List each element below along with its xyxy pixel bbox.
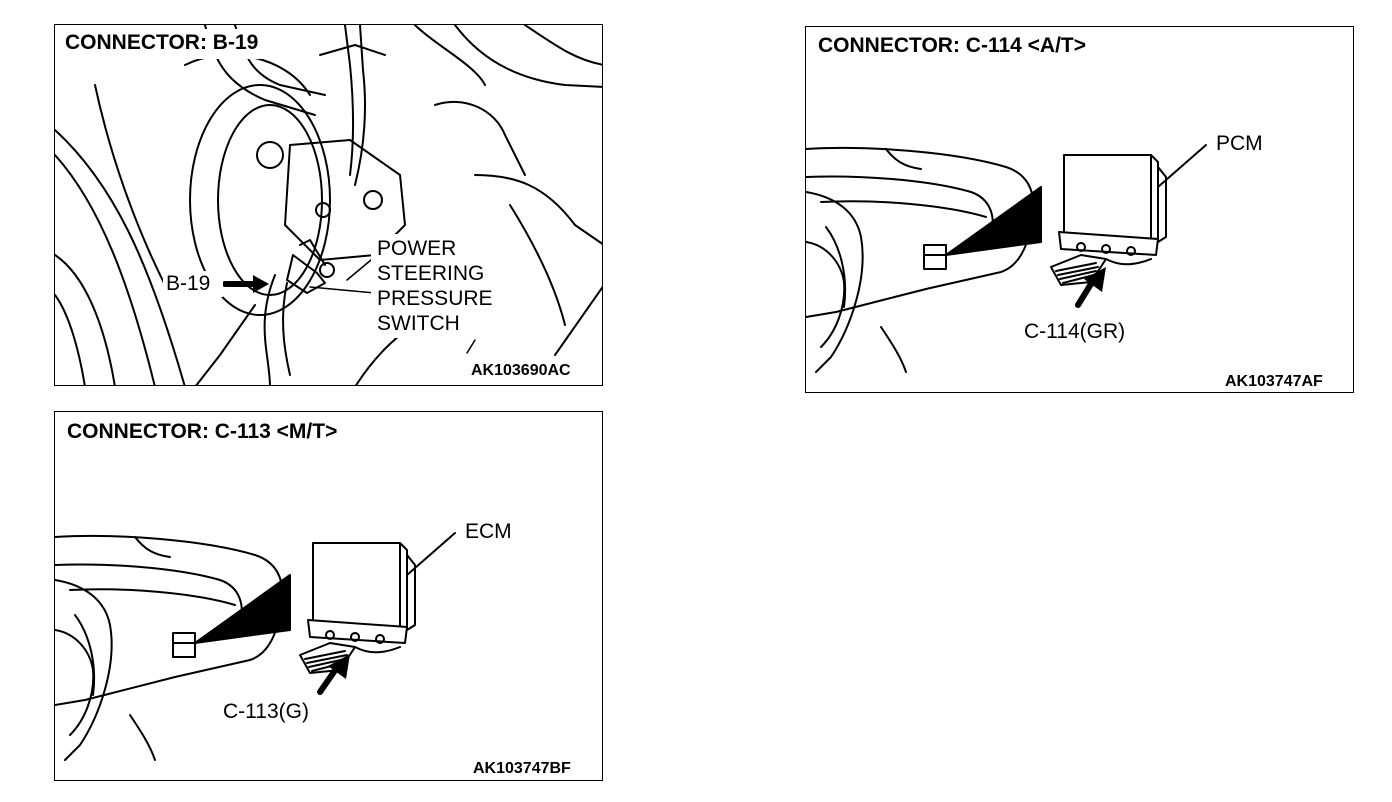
connector-c114-panel: CONNECTOR: C-114 <A/T> PCM C-114(GR) AK1… (805, 26, 1354, 393)
component-label: ECM (465, 520, 512, 543)
connector-b19-panel: CONNECTOR: B-19 B-19 POWER STEERING PRES… (54, 24, 603, 386)
figure-code: AK103747BF (473, 760, 571, 777)
connector-label: C-114(GR) (1024, 320, 1126, 343)
callout-line: POWER (377, 237, 457, 260)
component-label: PCM (1216, 132, 1263, 155)
panel-title: CONNECTOR: C-113 <M/T> (67, 420, 338, 443)
callout-line: PRESSURE (377, 287, 493, 310)
connector-label: B-19 (166, 272, 211, 295)
callout-line: STEERING (377, 262, 485, 285)
panel-title: CONNECTOR: B-19 (65, 31, 259, 54)
connector-c113-panel: CONNECTOR: C-113 <M/T> ECM C-113(G) AK10… (54, 411, 603, 781)
dashboard-pcm-illustration (806, 31, 1207, 373)
figure-code: AK103747AF (1225, 373, 1323, 390)
callout-line: SWITCH (377, 312, 460, 335)
panel-title: CONNECTOR: C-114 <A/T> (818, 34, 1087, 57)
connector-label: C-113(G) (223, 700, 309, 723)
figure-code: AK103690AC (471, 362, 571, 379)
dashboard-ecm-illustration (55, 416, 456, 761)
engine-bay-illustration (55, 25, 602, 385)
